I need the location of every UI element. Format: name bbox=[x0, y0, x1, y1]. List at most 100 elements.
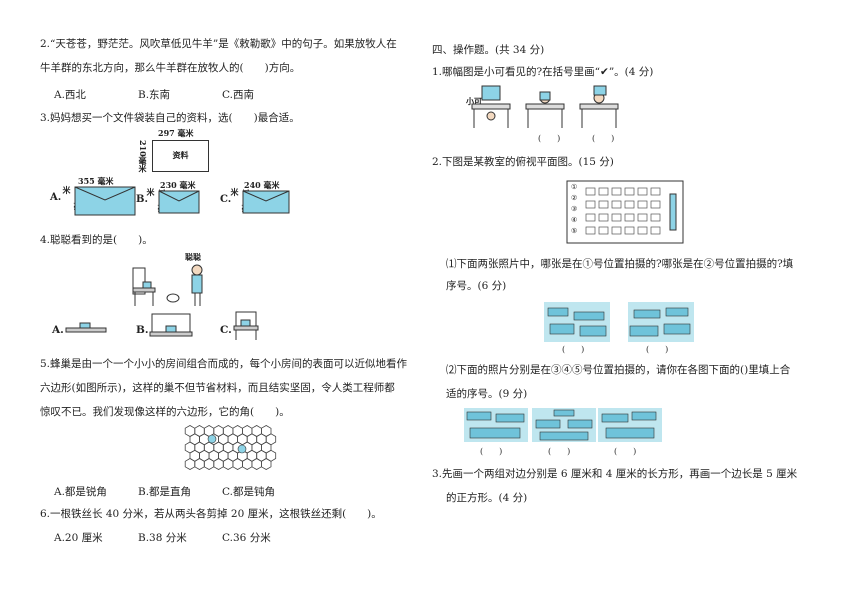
desk bbox=[598, 187, 609, 196]
desk bbox=[598, 226, 609, 235]
envelope-b: B. 230 毫米 170毫米 bbox=[136, 180, 216, 220]
envelope-c: C. 240 毫米 170毫米 bbox=[220, 180, 300, 220]
honeycomb-figure bbox=[184, 425, 277, 470]
q4-scene: 聪聪 bbox=[125, 252, 215, 310]
desk bbox=[611, 200, 622, 209]
hexagon-cell bbox=[184, 458, 196, 470]
section-title: 四、操作题。(共 34 分) bbox=[432, 44, 545, 56]
desk bbox=[624, 200, 635, 209]
q5-option-b: B.都是直角 bbox=[138, 486, 192, 498]
q3-text: 3.妈妈想买一个文件袋装自己的资料，选( )最合适。 bbox=[40, 112, 300, 124]
desk bbox=[611, 226, 622, 235]
envelope-a-letter: A. bbox=[50, 192, 62, 203]
classroom-positions: ① ② ③ ④ ⑤ bbox=[571, 182, 577, 237]
sub1-paren-2[interactable]: ( ) bbox=[646, 345, 669, 354]
hexagon-cell bbox=[261, 458, 272, 470]
desk bbox=[637, 213, 648, 222]
desk bbox=[650, 226, 661, 235]
envelope-c-letter: C. bbox=[220, 194, 232, 205]
doc-height-label: 210毫米 bbox=[138, 140, 148, 173]
desk bbox=[624, 226, 635, 235]
q4-option-c-figure bbox=[233, 311, 259, 340]
r-q2-sub1-line1: ⑴下面两张照片中，哪张是在①号位置拍摄的?哪张是在②号位置拍摄的?填 bbox=[446, 258, 794, 270]
q4-option-a: A. bbox=[52, 324, 64, 336]
sub2-paren-1[interactable]: ( ) bbox=[480, 447, 503, 456]
envelope-a-width: 355 毫米 bbox=[78, 176, 114, 186]
position-4: ④ bbox=[571, 216, 578, 224]
r-q1-paren-2[interactable]: ( ) bbox=[592, 134, 615, 143]
r-q1-paren-1[interactable]: ( ) bbox=[538, 134, 561, 143]
desk bbox=[611, 213, 622, 222]
r-q2-text: 2.下图是某教室的俯视平面图。(15 分) bbox=[432, 156, 614, 168]
r-q3-line2: 的正方形。(4 分) bbox=[446, 492, 528, 504]
r-q2-sub1-line2: 序号。(6 分) bbox=[446, 280, 507, 292]
q6-text: 6.一根铁丝长 40 分米，若从两头各剪掉 20 厘米，这根铁丝还剩( )。 bbox=[40, 508, 382, 520]
envelope-b-width: 230 毫米 bbox=[160, 180, 196, 190]
q4-option-b: B. bbox=[136, 324, 149, 336]
q4-option-c: C. bbox=[220, 324, 232, 336]
desk bbox=[650, 187, 661, 196]
q5-line1: 5.蜂巢是由一个一个小小的房间组合而成的，每个小房间的表面可以近似地看作 bbox=[40, 358, 408, 370]
q5-option-a: A.都是锐角 bbox=[54, 486, 107, 498]
desk bbox=[598, 213, 609, 222]
r-q2-sub2-line2: 适的序号。(9 分) bbox=[446, 388, 528, 400]
photo-sub1-1 bbox=[544, 302, 610, 342]
q2-line2: 牛羊群的东北方向，那么牛羊群在放牧人的( )方向。 bbox=[40, 62, 301, 74]
envelope-b-shape bbox=[158, 190, 200, 214]
r-q1-figures bbox=[471, 85, 619, 128]
hexagon-cell bbox=[251, 458, 262, 470]
desk bbox=[637, 187, 648, 196]
q5-line2: 六边形(如图所示)，这样的巢不但节省材料，而且结实坚固，令人类工程师都 bbox=[40, 382, 395, 394]
envelope-a: A. 355 毫米 200毫米 bbox=[50, 176, 140, 218]
hexagon-cell bbox=[242, 458, 253, 470]
desk bbox=[585, 200, 596, 209]
r-q2-sub2-line1: ⑵下面的照片分别是在③④⑤号位置拍摄的，请你在各图下面的()里填上合 bbox=[446, 364, 791, 376]
envelope-b-letter: B. bbox=[136, 194, 148, 205]
desk bbox=[611, 187, 622, 196]
photo-sub1-2 bbox=[628, 302, 694, 342]
r-q1-person: 小可 bbox=[466, 96, 482, 106]
doc-label: 资料 bbox=[172, 150, 189, 160]
doc-width-label: 297 毫米 bbox=[158, 128, 194, 138]
q4-option-a-figure bbox=[65, 322, 107, 333]
hexagon-cell bbox=[203, 458, 215, 470]
envelope-a-shape bbox=[74, 186, 136, 216]
r-q3-line1: 3.先画一个两组对边分别是 6 厘米和 4 厘米的长方形，再画一个边长是 5 厘… bbox=[432, 468, 798, 480]
q2-option-c: C.西南 bbox=[222, 89, 254, 101]
hexagon-cell bbox=[194, 458, 205, 470]
sub1-paren-1[interactable]: ( ) bbox=[562, 345, 585, 354]
doc-rect: 资料 bbox=[152, 140, 209, 172]
desk bbox=[585, 187, 596, 196]
sub2-paren-2[interactable]: ( ) bbox=[548, 447, 571, 456]
desk bbox=[585, 213, 596, 222]
desk bbox=[650, 213, 661, 222]
q6-option-a: A.20 厘米 bbox=[54, 532, 103, 544]
desk bbox=[598, 200, 609, 209]
desk bbox=[624, 213, 635, 222]
q5-option-c: C.都是钝角 bbox=[222, 486, 275, 498]
desk bbox=[585, 226, 596, 235]
envelope-c-shape bbox=[242, 190, 290, 214]
hexagon-cell bbox=[232, 458, 243, 470]
q4-option-b-figure bbox=[149, 313, 193, 337]
q4-text: 4.聪聪看到的是( )。 bbox=[40, 234, 153, 246]
photo-sub2-3 bbox=[598, 408, 662, 442]
q5-line3: 惊叹不已。我们发现像这样的六边形，它的角( )。 bbox=[40, 406, 290, 418]
sub2-paren-3[interactable]: ( ) bbox=[614, 447, 637, 456]
position-1: ① bbox=[571, 183, 578, 191]
q4-person-name: 聪聪 bbox=[185, 252, 201, 262]
desk bbox=[624, 187, 635, 196]
q2-line1: 2.“天苍苍，野茫茫。风吹草低见牛羊”是《敕勒歌》中的句子。如果放牧人在 bbox=[40, 38, 397, 50]
q6-option-c: C.36 分米 bbox=[222, 532, 271, 544]
classroom-plan bbox=[566, 180, 684, 244]
photo-sub2-1 bbox=[464, 408, 528, 442]
hexagon-cell bbox=[222, 458, 234, 470]
hexagon-cell bbox=[213, 458, 224, 470]
position-2: ② bbox=[571, 194, 578, 202]
q6-option-b: B.38 分米 bbox=[138, 532, 187, 544]
r-q1-text: 1.哪幅图是小可看见的?在括号里画“✔”。(4 分) bbox=[432, 66, 654, 78]
document-figure: 297 毫米 210毫米 资料 bbox=[138, 128, 220, 174]
envelope-c-width: 240 毫米 bbox=[244, 180, 280, 190]
desk bbox=[637, 200, 648, 209]
q2-option-b: B.东南 bbox=[138, 89, 171, 101]
